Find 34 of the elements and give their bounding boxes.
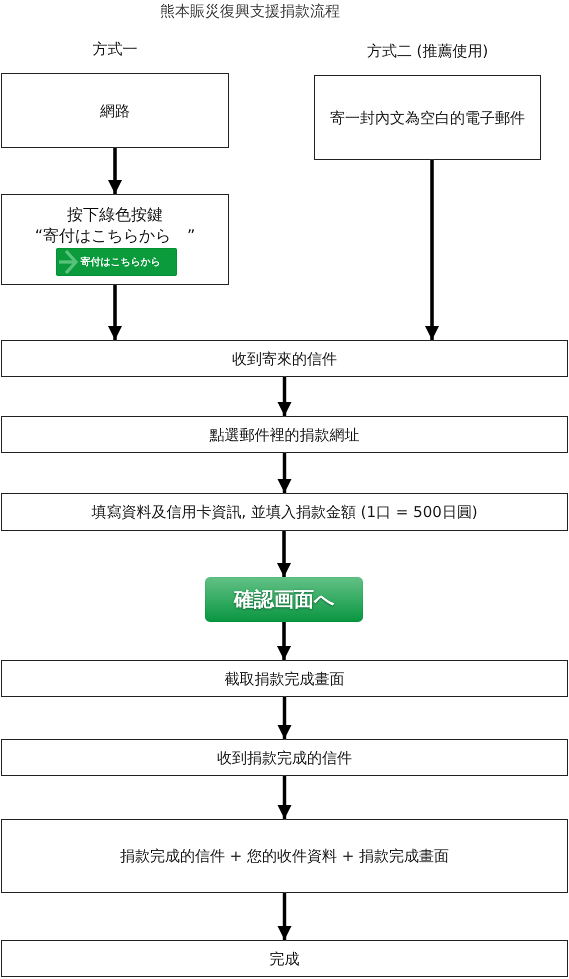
quoted-label: “寄付はこちらから ” xyxy=(34,225,196,246)
step-text: 網路 xyxy=(100,100,130,120)
method-heading: 方式一 xyxy=(92,39,138,60)
step-text: 填寫資料及信用卡資訊, 並填入捐款金額 (1口 = 500日圓) xyxy=(91,502,478,522)
step-text: 截取捐款完成畫面 xyxy=(224,668,344,688)
arrow xyxy=(278,776,292,819)
process-box xyxy=(1,660,568,697)
arrow xyxy=(277,531,291,577)
step-text: 收到寄來的信件 xyxy=(232,348,337,368)
process-box xyxy=(1,819,568,893)
step-text: 按下綠色按鍵 xyxy=(67,204,163,225)
process-box xyxy=(1,940,568,977)
process-box xyxy=(1,416,568,453)
arrow xyxy=(278,697,292,739)
arrow xyxy=(108,285,122,340)
step-text: 捐款完成的信件 + 您的收件資料 + 捐款完成畫面 xyxy=(120,846,450,866)
donate-button: 寄付はこちらから xyxy=(56,248,177,276)
arrow xyxy=(108,148,122,194)
confirm-button: 確認画面へ xyxy=(205,577,363,622)
arrow xyxy=(277,622,291,660)
arrow xyxy=(278,453,292,493)
step-text: 點選郵件裡的捐款網址 xyxy=(210,424,360,444)
arrow xyxy=(278,377,292,416)
step-text: 完成 xyxy=(270,948,300,968)
diagram-title: 熊本賑災復興支援捐款流程 xyxy=(159,2,341,21)
step-text: 寄一封內文為空白的電子郵件 xyxy=(330,108,525,128)
arrow xyxy=(278,893,292,940)
process-box xyxy=(1,340,568,377)
method-heading: 方式二 (推薦使用) xyxy=(366,41,490,62)
process-box xyxy=(1,493,568,531)
arrow xyxy=(425,160,439,340)
process-box xyxy=(1,739,568,776)
step-text: 收到捐款完成的信件 xyxy=(217,748,352,768)
process-box xyxy=(1,194,229,285)
